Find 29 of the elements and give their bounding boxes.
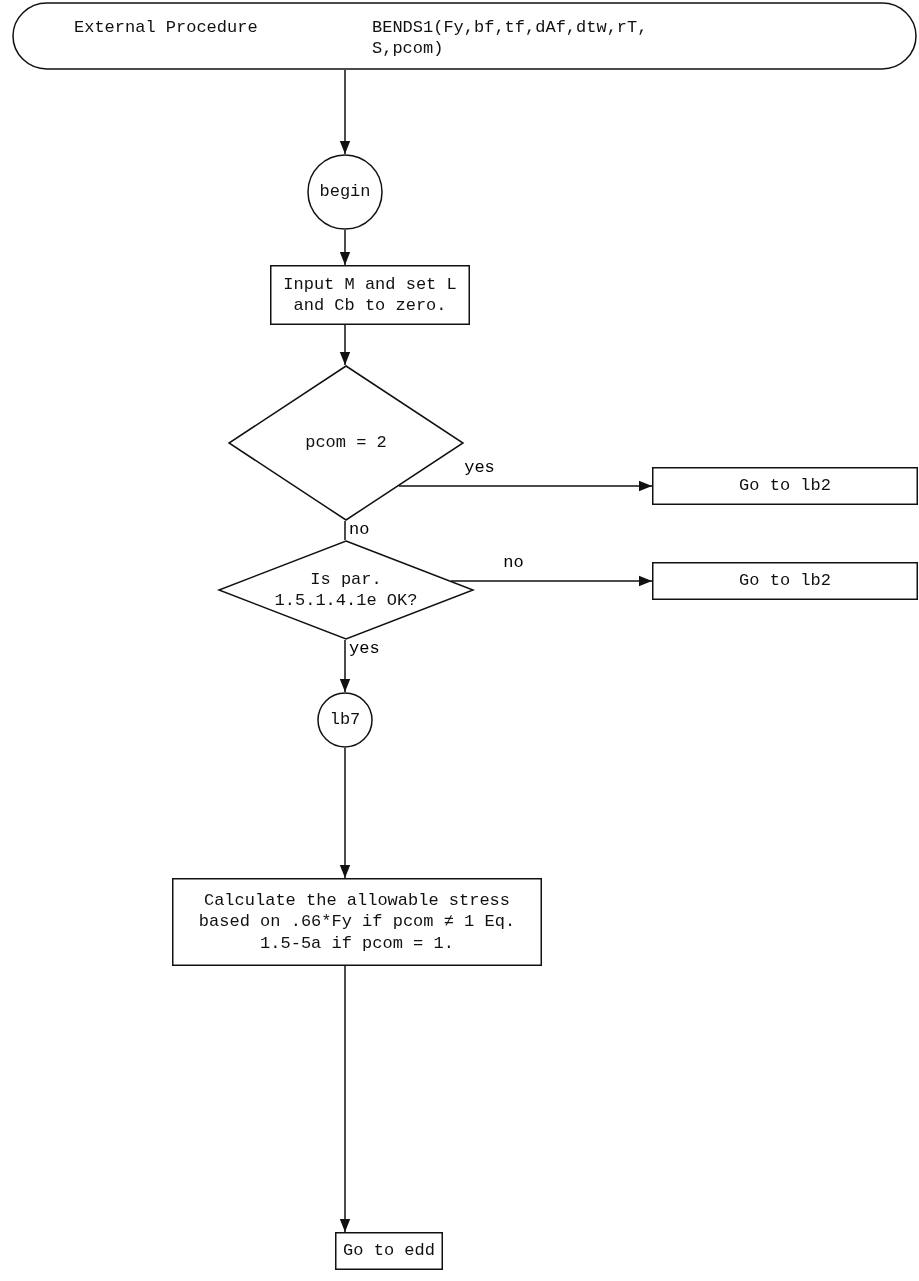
arrow — [398, 480, 653, 492]
process-box — [335, 1232, 443, 1270]
arrow — [450, 575, 653, 587]
connector-circle — [307, 154, 383, 230]
arrow — [339, 69, 351, 155]
node-text: lb7 — [329, 709, 361, 731]
node-text: Calculate the allowable stress based on .66*Fy if pcom ≠ 1 Eq. 1.5-5a if pcom = 1. — [197, 890, 517, 954]
node-text: Is par. 1.5.1.4.1e OK? — [273, 568, 419, 612]
node-text: Go to lb2 — [739, 570, 831, 592]
node-text: begin — [319, 181, 371, 203]
arrow — [339, 747, 351, 879]
node-text: Input M and set L and Cb to zero. — [282, 273, 458, 317]
process-box — [652, 562, 918, 600]
connector-circle — [317, 692, 373, 748]
arrow — [339, 229, 351, 266]
terminal-box — [12, 2, 917, 70]
process-box — [172, 878, 542, 966]
process-box — [652, 467, 918, 505]
arrow — [339, 639, 351, 693]
decision-diamond — [228, 365, 464, 521]
node-text: pcom = 2 — [305, 432, 387, 454]
terminal-label: External Procedure — [74, 17, 259, 39]
node-text: Go to edd — [343, 1240, 435, 1262]
process-box — [270, 265, 470, 325]
procedure-signature: BENDS1(Fy,bf,tf,dAf,dtw,rT, S,pcom) — [372, 17, 649, 60]
arrow — [339, 965, 351, 1233]
node-text: Go to lb2 — [739, 475, 831, 497]
decision-diamond — [218, 540, 474, 640]
arrow — [339, 324, 351, 366]
